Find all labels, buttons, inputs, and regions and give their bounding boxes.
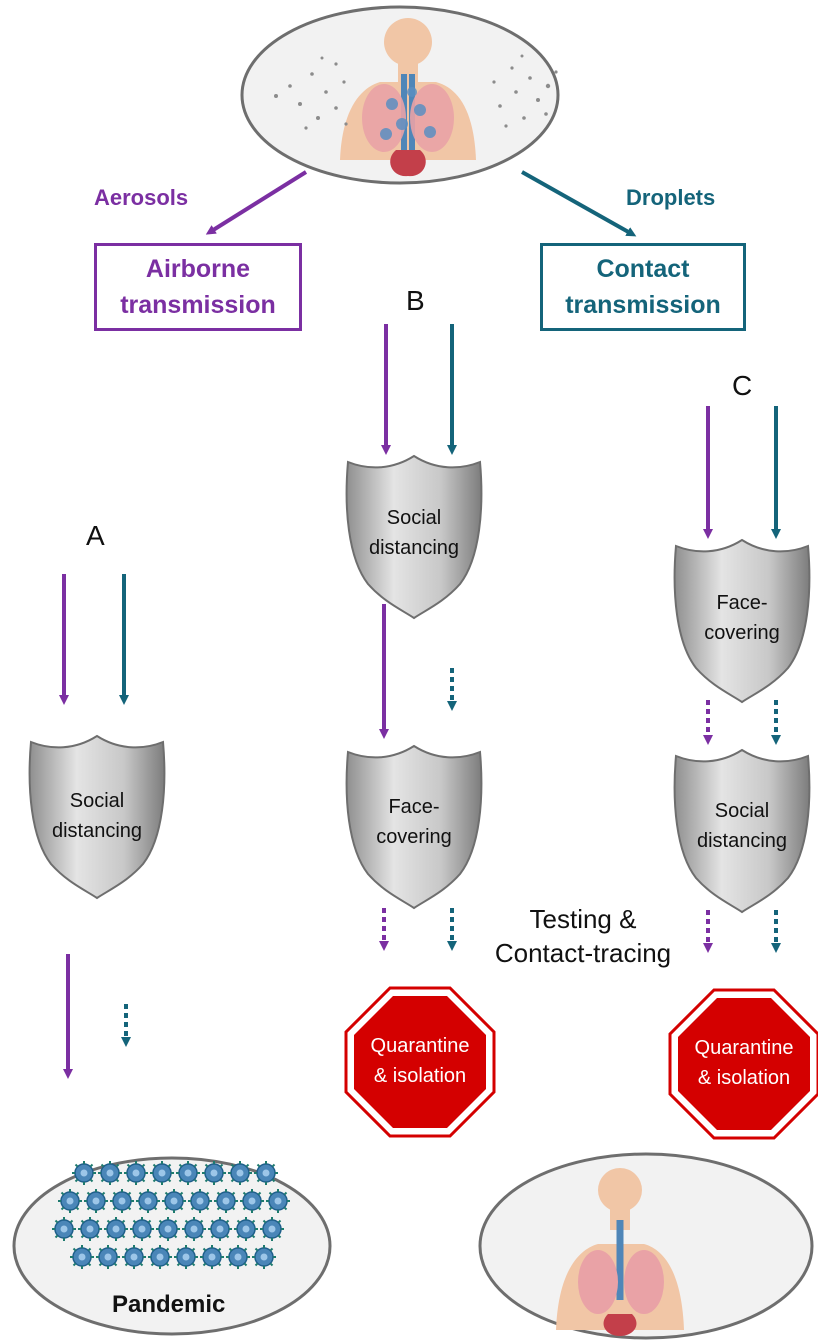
virus-particle-icon (199, 1244, 225, 1270)
virus-particle-icon (77, 1216, 103, 1242)
b-stop-line-1: Quarantine (370, 1035, 470, 1057)
virus-particle-icon (109, 1188, 135, 1214)
testing-contact-tracing-label: Testing & Contact-tracing (478, 902, 688, 970)
c-stop-line-1: Quarantine (694, 1037, 794, 1059)
virus-particle-icon (227, 1160, 253, 1186)
virus-particle-icon (251, 1244, 277, 1270)
virus-particle-icon (173, 1244, 199, 1270)
virus-particle-icon (149, 1160, 175, 1186)
virus-particle-icon (213, 1188, 239, 1214)
virus-particle-icon (233, 1216, 259, 1242)
b-shield1-line-2: distancing (368, 537, 460, 559)
droplets-arrow (521, 170, 637, 237)
virus-particle-icon (147, 1244, 173, 1270)
b-stop-line-2: & isolation (373, 1065, 467, 1087)
contact-line-1: Contact (596, 255, 690, 283)
a-shield-line-2: distancing (51, 820, 143, 842)
c-shield1-text: Face- covering (677, 588, 807, 648)
virus-particle-icon (51, 1216, 77, 1242)
virus-particle-icon (161, 1188, 187, 1214)
virus-particle-icon (207, 1216, 233, 1242)
pandemic-label: Pandemic (112, 1291, 226, 1318)
virus-particle-icon (57, 1188, 83, 1214)
airborne-line-2: transmission (120, 291, 276, 319)
airborne-transmission-box: Airborne transmission (94, 243, 302, 331)
testing-line-2: Contact-tracing (494, 938, 672, 968)
c-shield2-line-2: distancing (696, 830, 788, 852)
virus-particle-icon (71, 1160, 97, 1186)
virus-particle-icon (175, 1160, 201, 1186)
aerosols-label: Aerosols (94, 185, 189, 210)
b-shield1-text: Social distancing (349, 503, 479, 563)
virus-particle-icon (187, 1188, 213, 1214)
droplets-label: Droplets (626, 185, 716, 210)
virus-particle-icon (83, 1188, 109, 1214)
virus-particle-icon (123, 1160, 149, 1186)
virus-particle-icon (239, 1188, 265, 1214)
virus-particle-icon (95, 1244, 121, 1270)
virus-particle-icon (69, 1244, 95, 1270)
pandemic-illustration (12, 1156, 332, 1336)
b-shield2-line-2: covering (376, 826, 452, 848)
c-stop-line-2: & isolation (697, 1067, 791, 1089)
b-shield2-line-1: Face- (388, 796, 440, 818)
b-shield1-line-1: Social (386, 507, 442, 529)
a-shield-line-1: Social (69, 790, 125, 812)
airborne-line-1: Airborne (145, 255, 251, 283)
pathway-c-letter: C (732, 370, 753, 401)
b-stop-text: Quarantine & isolation (345, 1031, 495, 1091)
virus-particle-icon (129, 1216, 155, 1242)
pathway-a-letter: A (86, 520, 105, 551)
testing-line-1: Testing & (529, 904, 637, 934)
aerosols-arrow (205, 170, 308, 235)
virus-particle-icon (121, 1244, 147, 1270)
virus-particle-icon (155, 1216, 181, 1242)
c-stop-text: Quarantine & isolation (669, 1033, 818, 1093)
healthy-person-illustration (478, 1152, 814, 1340)
virus-particle-icon (265, 1188, 291, 1214)
virus-particle-icon (181, 1216, 207, 1242)
contact-transmission-box: Contact transmission (540, 243, 746, 331)
contact-line-2: transmission (565, 291, 721, 319)
virus-particle-icon (253, 1160, 279, 1186)
c-shield1-line-1: Face- (716, 592, 768, 614)
virus-particle-icon (103, 1216, 129, 1242)
c-shield2-line-1: Social (714, 800, 770, 822)
c-shield1-line-2: covering (704, 622, 780, 644)
c-shield2-text: Social distancing (677, 796, 807, 856)
virus-particle-icon (225, 1244, 251, 1270)
virus-particle-icon (135, 1188, 161, 1214)
b-shield2-text: Face- covering (349, 792, 479, 852)
source-person-illustration (240, 5, 560, 185)
virus-particle-icon (97, 1160, 123, 1186)
virus-particle-icon (201, 1160, 227, 1186)
virus-particle-icon (259, 1216, 285, 1242)
a-shield-text: Social distancing (32, 786, 162, 846)
pathway-b-letter: B (406, 285, 425, 316)
